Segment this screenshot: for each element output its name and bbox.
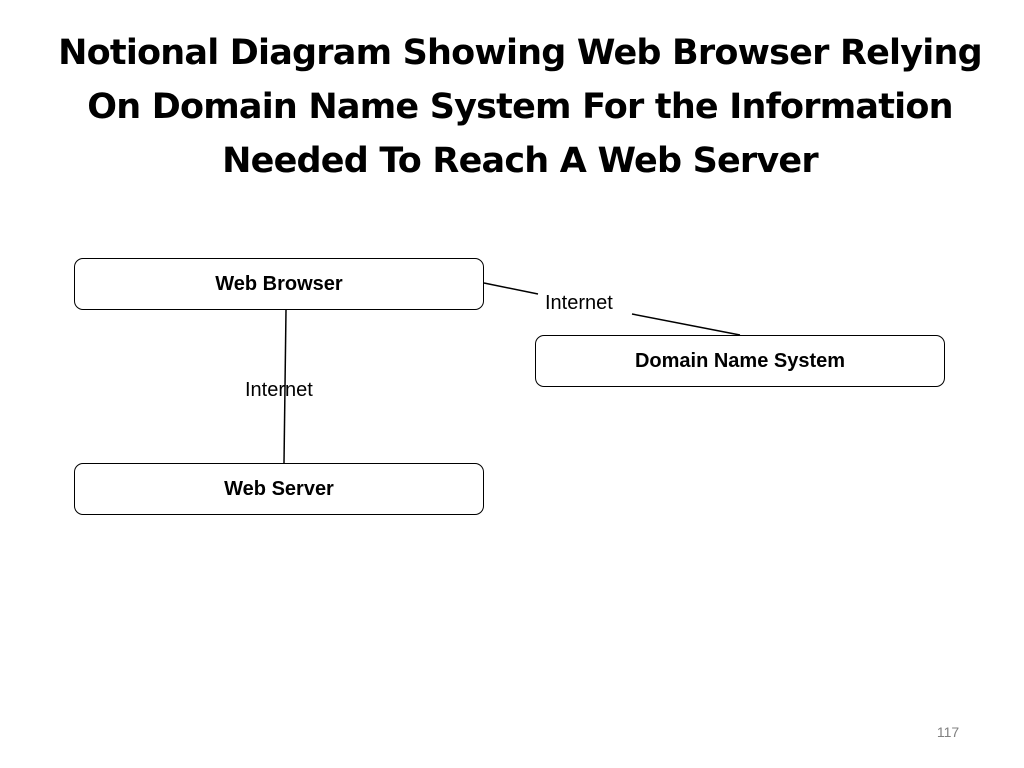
slide-title: Notional Diagram Showing Web Browser Rel… (58, 33, 982, 181)
node-web-browser: Web Browser (74, 258, 484, 310)
node-web-server: Web Server (74, 463, 484, 515)
page-number: 117 (936, 724, 960, 740)
connector-browser-to-dns-lower (631, 313, 741, 336)
node-domain-name-system: Domain Name System (535, 335, 945, 387)
edge-label-browser-to-server: Internet (245, 379, 313, 401)
connector-browser-to-dns-upper (483, 282, 539, 295)
connector-browser-to-server (283, 309, 287, 464)
edge-label-browser-to-dns: Internet (545, 292, 613, 314)
